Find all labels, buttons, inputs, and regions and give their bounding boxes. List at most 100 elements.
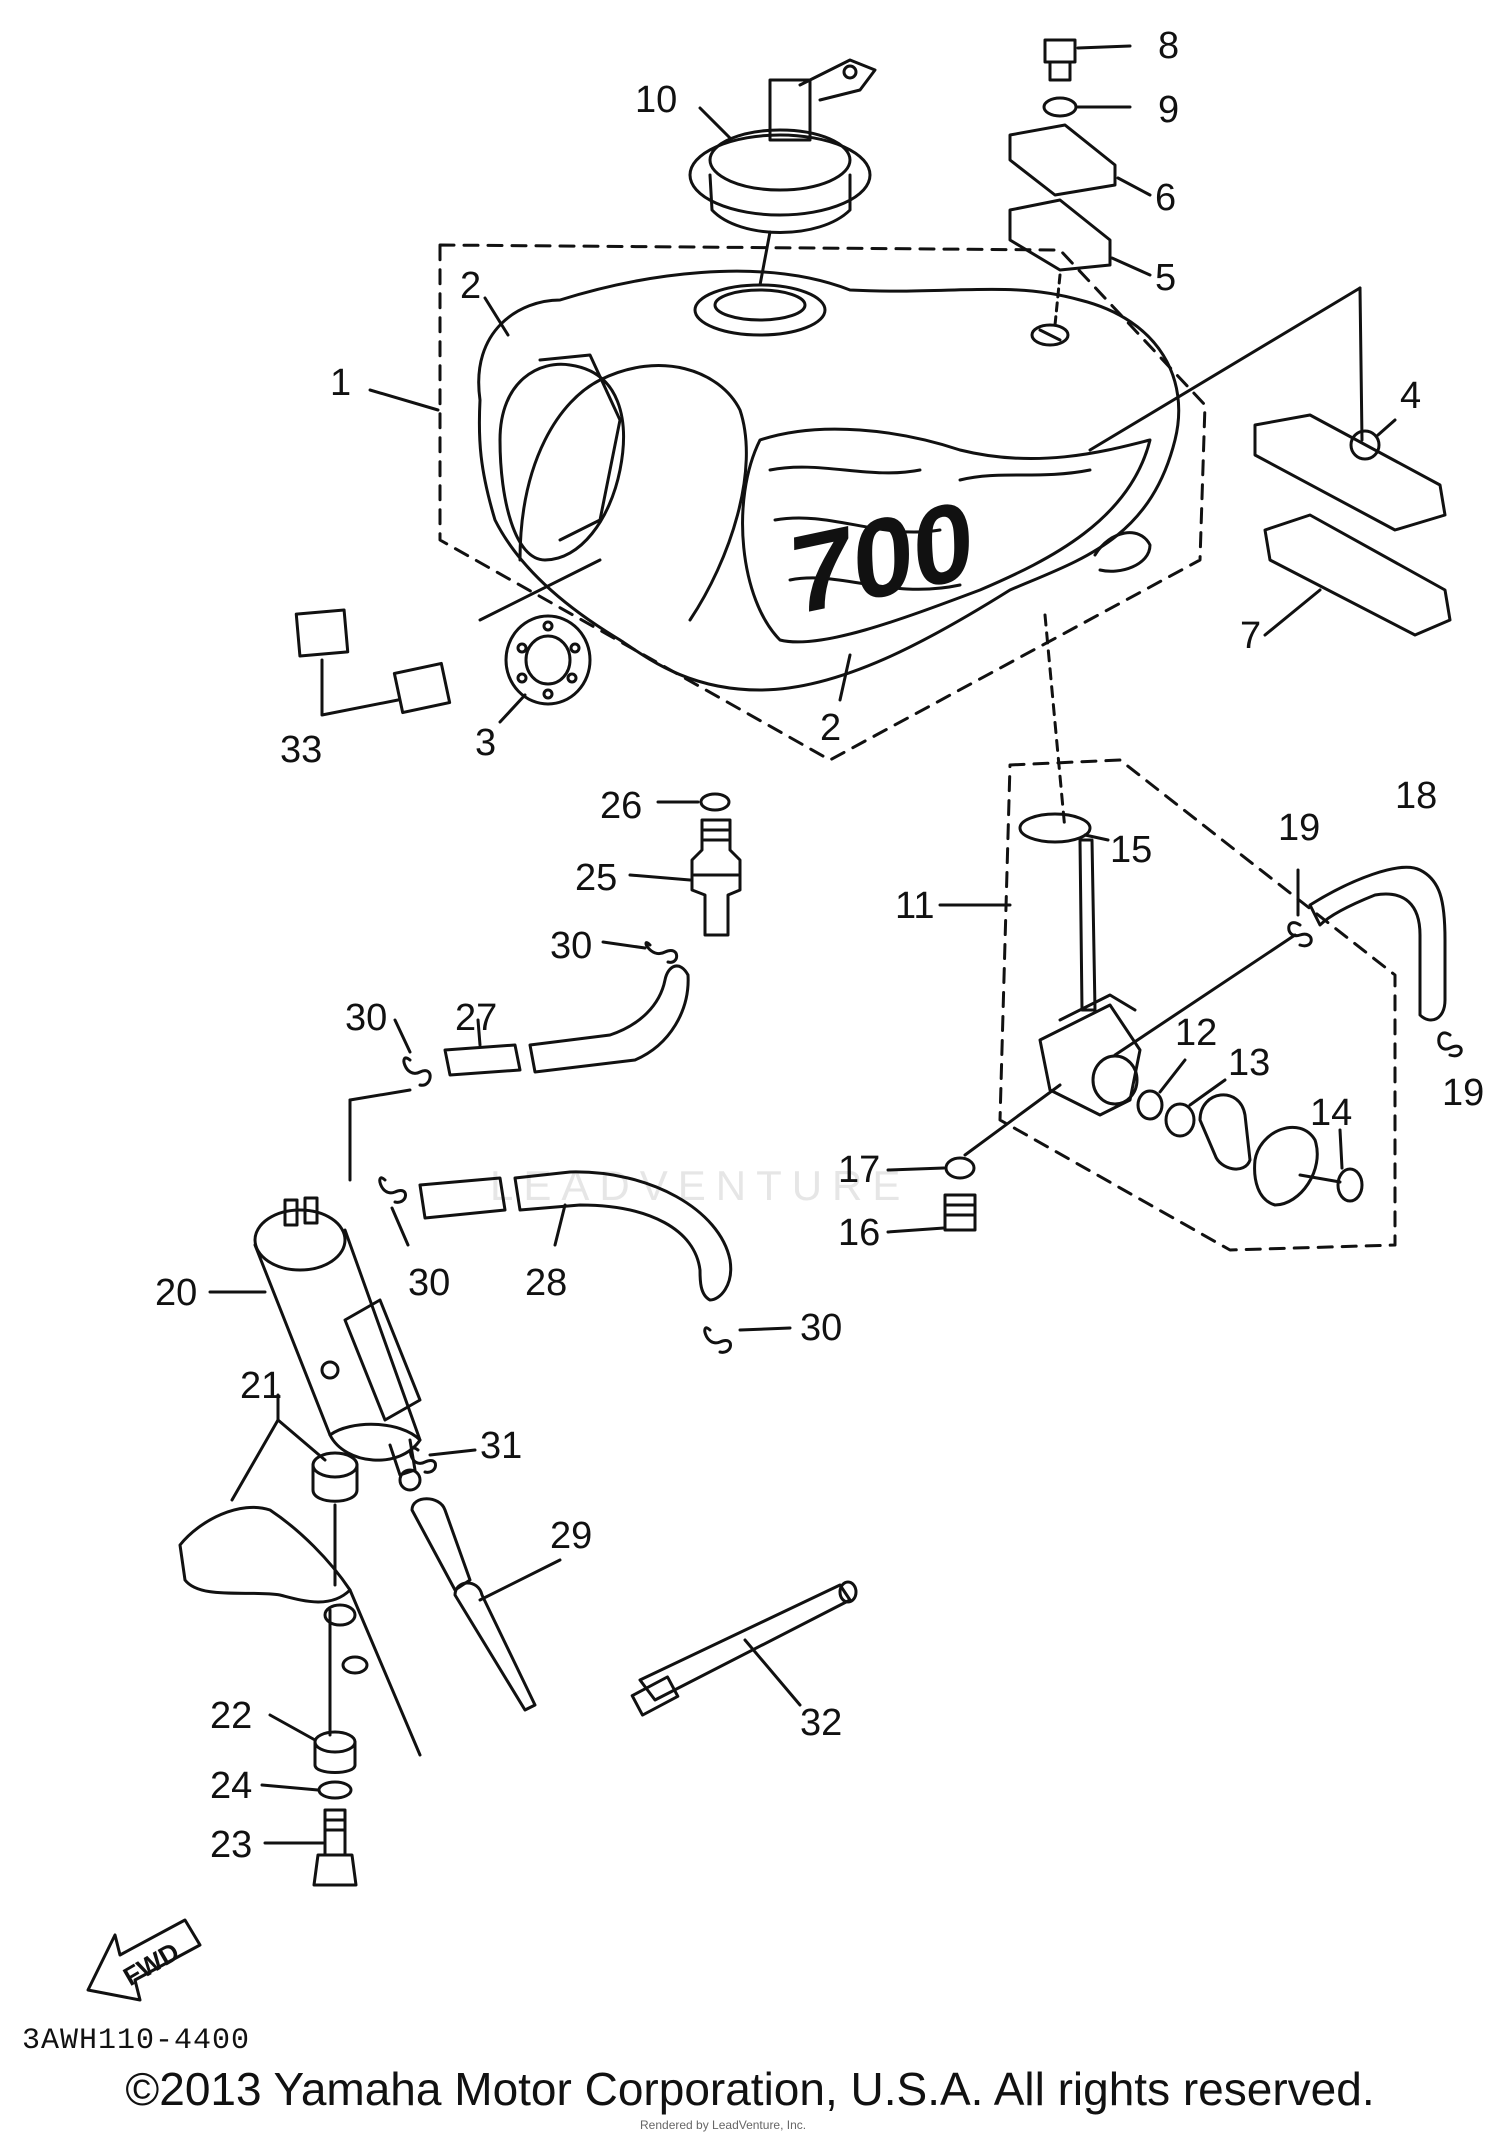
callout-5: 5	[1155, 257, 1176, 299]
leader-33	[320, 658, 400, 717]
callout-22: 22	[210, 1695, 252, 1737]
callout-11: 11	[895, 885, 934, 927]
leader-21	[276, 1393, 327, 1462]
filler-neck-inner	[713, 288, 807, 322]
leader-1	[368, 388, 440, 412]
leader-30a	[601, 940, 647, 950]
leader-32	[743, 1638, 802, 1707]
leader-29	[478, 1558, 562, 1602]
decal-flame-line	[773, 516, 942, 534]
part-20-fuel-pump	[253, 1196, 422, 1477]
part-18-hose	[1308, 865, 1447, 1022]
callout-19: 19	[1442, 1072, 1484, 1114]
leader-13	[1188, 1078, 1227, 1107]
pump-link-line-h	[348, 1088, 412, 1102]
rendered-by: Rendered by LeadVenture, Inc.	[640, 2118, 807, 2132]
fuel-cock-lever	[1198, 1093, 1252, 1171]
leader-25	[628, 873, 692, 882]
leader-30b	[393, 1018, 412, 1054]
part-31-ring	[398, 1468, 422, 1492]
part-26-o-ring	[699, 792, 731, 812]
part-25-fitting	[690, 818, 742, 937]
part-33-label-a	[294, 608, 350, 658]
leader-2b	[838, 653, 852, 702]
tank-to-cock-dashed-line	[1043, 613, 1067, 832]
leader-4	[1376, 418, 1397, 437]
fuel-tank	[477, 269, 1181, 692]
leader-7	[1263, 588, 1322, 637]
callout-9: 9	[1158, 89, 1179, 131]
callout-26: 26	[600, 785, 642, 827]
callout-6: 6	[1155, 177, 1176, 219]
part-24-washer	[317, 1780, 353, 1800]
callout-27: 27	[455, 997, 497, 1039]
part-4-to-tank-line	[1088, 286, 1362, 452]
leader-17	[886, 1166, 946, 1172]
callout-31: 31	[480, 1425, 522, 1467]
part-5-damper	[1008, 198, 1112, 272]
tank-logo: 700	[779, 479, 984, 637]
callout-13: 13	[1228, 1042, 1270, 1084]
part-19-clip-b	[1437, 1031, 1463, 1058]
callout-2: 2	[820, 707, 841, 749]
decal-flame-line	[958, 468, 1092, 482]
part-16-bolt	[943, 1193, 977, 1232]
leader-30d	[738, 1326, 792, 1332]
leader-21-b	[230, 1418, 280, 1502]
part-22-collar	[313, 1730, 357, 1774]
callout-12: 12	[1175, 1012, 1217, 1054]
callout-16: 16	[838, 1212, 880, 1254]
callout-7: 7	[1240, 615, 1261, 657]
callout-29: 29	[550, 1515, 592, 1557]
leader-2a	[483, 296, 510, 337]
part-33-label-b	[392, 661, 452, 715]
callout-8: 8	[1158, 25, 1179, 67]
leader-28	[553, 1203, 567, 1247]
part-21-damper	[311, 1451, 359, 1503]
part-31-clip	[409, 1446, 437, 1474]
leader-22	[268, 1713, 317, 1742]
tank-decal	[741, 427, 1152, 644]
part-29-hose-lower	[453, 1581, 537, 1712]
callout-24: 24	[210, 1765, 252, 1807]
frame-hole-b	[341, 1655, 369, 1675]
filler-neck	[693, 283, 827, 337]
part-29-hose-upper	[410, 1497, 472, 1592]
part-28-hose-long	[513, 1170, 733, 1302]
callout-1: 1	[330, 362, 351, 404]
part-4-vertical-line	[1358, 286, 1364, 442]
leader-27	[476, 1018, 482, 1047]
leader-5	[1110, 256, 1152, 277]
leader-31	[428, 1448, 477, 1457]
leader-30c	[390, 1206, 410, 1247]
part-17-gasket	[944, 1156, 976, 1180]
callout-14: 14	[1310, 1092, 1352, 1134]
tank-rear-mount	[1093, 531, 1152, 573]
callout-30: 30	[408, 1262, 450, 1304]
bracket-to-tank-line	[1053, 273, 1062, 327]
watermark: LEADVENTURE	[490, 1162, 910, 1209]
part-27-hose-short	[443, 1043, 522, 1077]
fuel-cock-plate	[1253, 1125, 1319, 1207]
leader-24	[260, 1783, 320, 1792]
callout-4: 4	[1400, 375, 1421, 417]
part-23-bolt	[312, 1808, 358, 1887]
part-30-clip-c	[378, 1176, 407, 1204]
part-10-fuel-cap	[688, 58, 877, 234]
part-30-clip-d	[703, 1326, 732, 1354]
leader-6	[1116, 176, 1152, 197]
part-6-bracket	[1008, 123, 1117, 197]
callout-30: 30	[550, 925, 592, 967]
part-4-damper	[1349, 429, 1381, 461]
callout-25: 25	[575, 857, 617, 899]
part-28-hose-short	[418, 1176, 507, 1220]
part-12-washer	[1136, 1089, 1164, 1121]
callout-18: 18	[1395, 775, 1437, 817]
part-9-washer	[1042, 96, 1078, 118]
tank-to-3-line	[478, 558, 602, 622]
frame-bracket	[178, 1505, 352, 1604]
svg-text:FWD: FWD	[118, 1936, 184, 1992]
tank-rear-grommet	[1030, 323, 1070, 347]
callout-2: 2	[460, 265, 481, 307]
